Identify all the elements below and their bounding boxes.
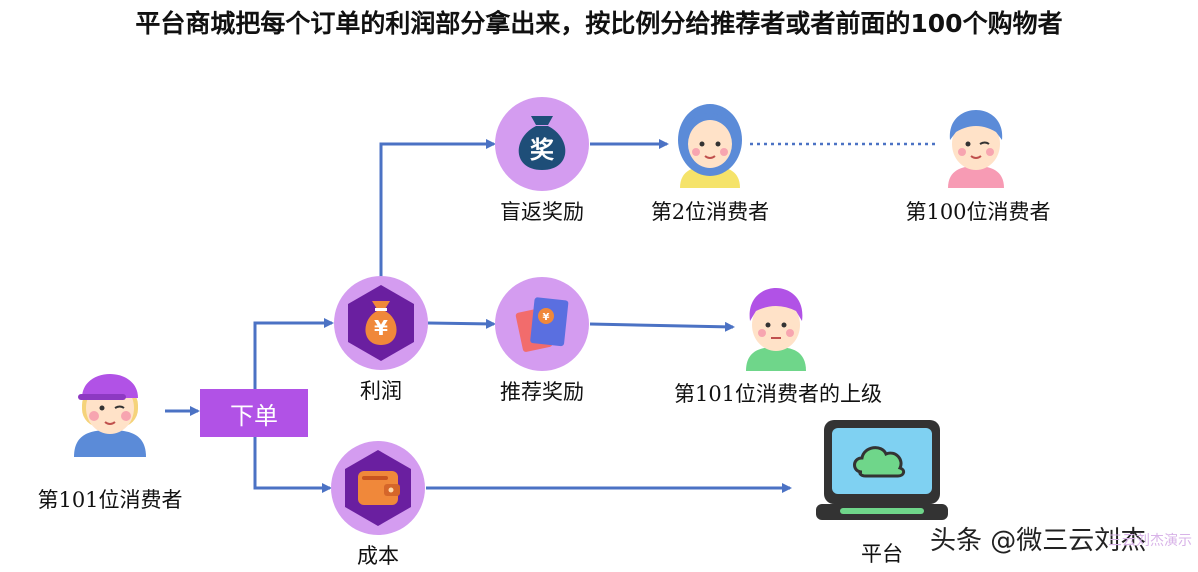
consumer100-avatar-icon	[948, 110, 1004, 188]
yen-glyph: ¥	[374, 316, 388, 340]
arrow-order-to-profit	[253, 318, 334, 389]
profit-node: ¥	[334, 276, 428, 370]
money-bag-icon: ¥	[365, 301, 397, 345]
platform-label: 平台	[861, 542, 903, 566]
watermark: 头条 @微三云刘杰	[930, 526, 1147, 556]
cost-label: 成本	[357, 544, 399, 568]
buyer-avatar-icon	[74, 374, 146, 457]
blind-rebate-node: 奖	[495, 97, 589, 191]
referral-reward-node: ¥	[495, 277, 589, 371]
page-title: 平台商城把每个订单的利润部分拿出来，按比例分给推荐者或者前面的100个购物者	[135, 9, 1063, 38]
buyer-label: 第101位消费者	[37, 488, 183, 512]
arrow-profit-to-referral	[427, 318, 496, 329]
connectors	[165, 139, 935, 493]
cost-node	[331, 441, 425, 535]
watermark-small: 三云刘杰演示	[1108, 533, 1192, 549]
consumer100-label: 第100位消费者	[905, 200, 1051, 224]
superior-avatar-icon	[746, 288, 806, 371]
order-button[interactable]: 下单	[200, 389, 308, 437]
red-packet-icon: ¥	[515, 297, 569, 352]
arrow-referral-to-superior	[589, 321, 735, 332]
svg-text:¥: ¥	[543, 312, 550, 323]
profit-label: 利润	[360, 379, 402, 403]
arrow-profit-to-blind-rebate	[379, 139, 496, 277]
wallet-icon	[358, 471, 400, 505]
laptop-cloud-icon	[816, 420, 948, 520]
superior-label: 第101位消费者的上级	[673, 382, 883, 406]
arrow-order-to-cost	[253, 437, 332, 493]
prize-bag-icon: 奖	[518, 116, 566, 170]
prize-glyph: 奖	[530, 136, 555, 164]
blind-rebate-label: 盲返奖励	[500, 200, 584, 224]
referral-reward-label: 推荐奖励	[500, 380, 584, 404]
consumer2-label: 第2位消费者	[650, 200, 770, 224]
consumer2-avatar-icon	[678, 104, 742, 188]
